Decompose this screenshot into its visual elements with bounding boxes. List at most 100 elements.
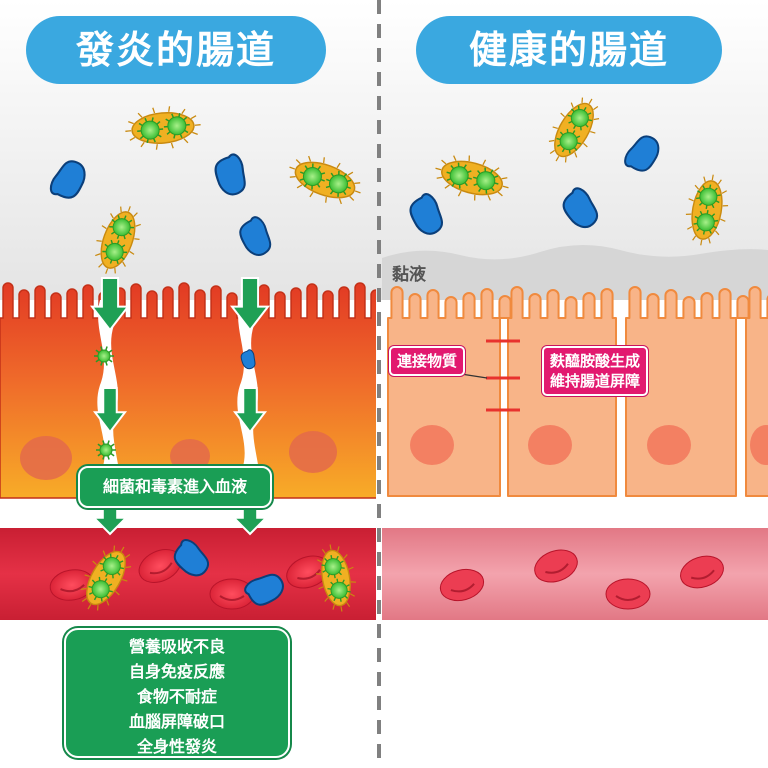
virus-spike <box>327 573 331 578</box>
virus-spike <box>173 134 176 139</box>
bacteria-flagella <box>685 213 692 216</box>
bacteria-flagella <box>711 174 714 181</box>
bacteria-flagella <box>688 198 694 202</box>
virus-spike <box>559 131 564 136</box>
virus-spike <box>478 187 482 192</box>
bacteria-flagella <box>308 155 312 162</box>
down-arrow <box>232 387 268 434</box>
bacteria-flagella <box>125 566 132 569</box>
virus-spike <box>715 200 720 204</box>
bacteria-flagella <box>435 167 442 171</box>
virus-body <box>97 349 111 363</box>
bacteria-blue-icon <box>409 193 444 235</box>
virus-icon <box>321 554 345 579</box>
virus-spike <box>91 579 96 584</box>
virus-spike <box>336 555 339 560</box>
bacteria-flagella <box>583 142 588 148</box>
virus-spike <box>166 131 171 135</box>
virus-spike <box>330 581 334 586</box>
virus-spike <box>100 346 103 351</box>
cell-nucleus <box>410 425 454 465</box>
virus-body <box>330 581 348 599</box>
healthy-cell <box>387 286 512 497</box>
virus-spike <box>333 597 337 602</box>
virus-spike <box>312 163 314 168</box>
virus-spike <box>108 349 113 354</box>
bacteria-flagella <box>494 167 500 172</box>
virus-spike <box>157 134 162 138</box>
virus-spike <box>102 250 107 253</box>
red-blood-cell-center <box>60 584 85 593</box>
bacteria-flagella <box>436 176 443 179</box>
bacteria-flagella <box>324 597 329 602</box>
virus-spike <box>97 452 102 457</box>
virus-spike <box>105 346 108 351</box>
virus-spike <box>696 227 701 232</box>
virus-spike <box>485 189 488 194</box>
virus-spike <box>705 205 708 210</box>
bacteria-flagella <box>588 98 593 104</box>
bacteria-flagella <box>92 560 97 566</box>
virus-spike <box>477 170 481 175</box>
bacteria-flagella <box>122 578 128 582</box>
virus-spike <box>116 240 120 245</box>
bacteria-flagella <box>80 587 87 590</box>
bacteria-flagella <box>548 139 555 142</box>
virus-spike <box>576 135 581 139</box>
virus-icon <box>102 239 128 264</box>
virus-spike <box>329 190 334 195</box>
bacteria-flagella <box>101 225 107 230</box>
virus-icon <box>94 346 114 366</box>
virus-spike <box>117 571 121 576</box>
virus-spike <box>573 125 577 130</box>
virus-spike <box>93 596 97 601</box>
virus-spike <box>100 568 105 572</box>
red-blood-cell-center <box>297 569 321 580</box>
virus-spike <box>110 239 113 244</box>
red-blood-cell <box>138 549 182 583</box>
virus-spike <box>107 440 110 445</box>
virus-spike <box>573 147 578 151</box>
virus-spike <box>446 171 451 174</box>
virus-spike <box>108 358 113 363</box>
virus-spike <box>463 164 467 169</box>
virus-spike <box>571 108 575 113</box>
bacteria-flagella <box>343 554 348 559</box>
bacteria-flagella <box>289 176 296 178</box>
virus-spike <box>484 167 487 172</box>
bacteria-flagella <box>125 130 132 132</box>
virus-spike <box>346 186 351 189</box>
virus-spike <box>693 222 698 225</box>
virus-spike <box>711 204 715 209</box>
bacteria-flagella <box>501 177 508 180</box>
virus-spike <box>325 185 331 189</box>
tight-junction-label: 連接物質 <box>389 346 466 376</box>
virus-spike <box>588 119 593 122</box>
bacteria-flagella <box>96 240 102 242</box>
virus-spike <box>299 171 305 175</box>
virus-body <box>696 213 715 232</box>
virus-spike <box>716 194 721 197</box>
bacteria-flagella <box>84 574 90 578</box>
bacteria-flagella <box>129 136 136 141</box>
virus-spike <box>330 554 333 559</box>
consequences-box: 營養吸收不良 自身免疫反應 食物不耐症 血腦屏障破口 全身性發炎 <box>64 628 290 758</box>
bacteria-blue-body <box>624 135 660 172</box>
virus-spike <box>105 595 110 599</box>
virus-spike <box>100 361 103 366</box>
virus-icon <box>567 105 593 131</box>
virus-spike <box>156 121 161 125</box>
virus-spike <box>702 230 706 235</box>
virus-spike <box>322 569 327 573</box>
virus-spike <box>450 165 455 170</box>
bacteria-flagella <box>354 182 361 184</box>
consequence-item: 全身性發炎 <box>136 737 217 756</box>
bacteria-flagella <box>168 106 171 112</box>
virus-icon <box>299 163 326 190</box>
virus-spike <box>88 585 93 589</box>
bacteria-flagella <box>593 118 600 121</box>
bacteria-flagella <box>340 606 343 612</box>
virus-spike <box>320 178 325 182</box>
virus-icon <box>96 440 116 460</box>
virus-body <box>328 174 348 194</box>
